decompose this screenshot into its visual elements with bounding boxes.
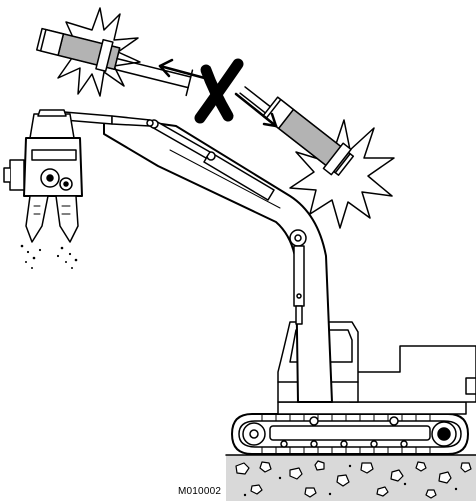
- carrier-roller: [310, 417, 318, 425]
- crusher-body: [24, 138, 82, 196]
- crawler-track: [232, 414, 468, 454]
- crusher-mount: [30, 114, 74, 138]
- bucket-cylinder: [64, 112, 153, 126]
- boom-cylinder: [294, 246, 304, 324]
- crusher-jaw-right: [56, 196, 78, 242]
- slewing-ring: [278, 402, 466, 414]
- extended-cylinder: [235, 74, 356, 178]
- figure-code: M010002: [178, 486, 221, 497]
- crusher-debris: [21, 245, 78, 269]
- track-frame: [270, 426, 430, 440]
- warning-inset-retracted-cylinder: [35, 8, 212, 96]
- hydraulic-crusher: [4, 110, 82, 242]
- ground: [226, 455, 476, 501]
- counterweight: [350, 346, 476, 402]
- crusher-jaw-left: [26, 196, 48, 242]
- prohibition-cross-icon: [200, 64, 238, 118]
